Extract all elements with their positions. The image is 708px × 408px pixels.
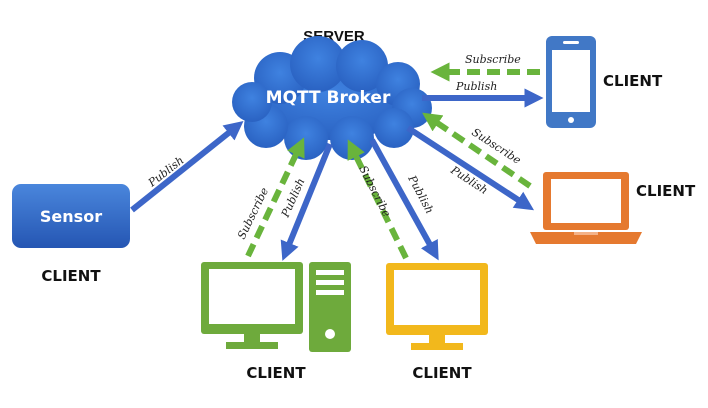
desktop-client-label: CLIENT [246, 364, 306, 382]
phone-publish-label: Publish [455, 80, 497, 93]
desktop-computer-icon [201, 262, 351, 352]
sensor-label: Sensor [40, 207, 102, 226]
sensor-publish-arrow [130, 121, 244, 213]
monitor-publish-arrow [369, 138, 439, 261]
desktop-publish-arrow [280, 142, 333, 261]
broker-label: MQTT Broker [266, 88, 391, 108]
sensor-device: Sensor [12, 184, 130, 248]
sensor-client-label: CLIENT [41, 267, 101, 285]
monitor-subscribe-arrow [347, 139, 409, 260]
yellow-monitor-icon [386, 263, 488, 350]
phone-icon [546, 36, 596, 128]
mqtt-broker-cloud: MQTT Broker [232, 36, 432, 160]
laptop-subscribe-arrow [422, 112, 532, 189]
laptop-icon [530, 172, 642, 244]
phone-subscribe-label: Subscribe [465, 53, 521, 66]
desktop-subscribe-arrow [245, 137, 305, 258]
laptop-client-label: CLIENT [636, 182, 696, 200]
monitor-client-label: CLIENT [412, 364, 472, 382]
laptop-publish-arrow [406, 125, 535, 211]
phone-client-label: CLIENT [603, 72, 663, 90]
